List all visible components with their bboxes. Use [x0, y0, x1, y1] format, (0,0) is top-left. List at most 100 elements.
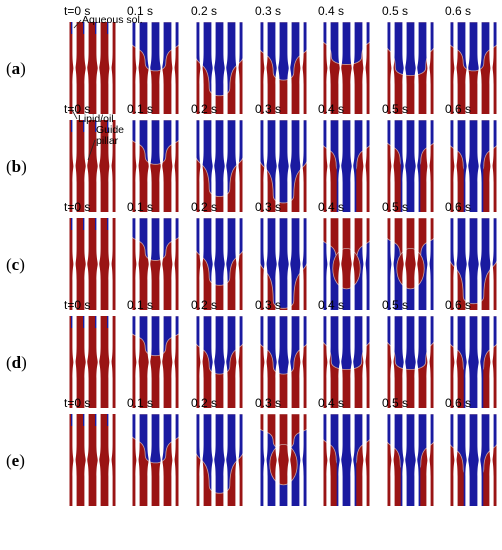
- guide-pillar: [299, 120, 304, 212]
- droplet: [269, 443, 298, 486]
- channel-wall: [306, 316, 308, 408]
- time-label: 0.2 s: [191, 298, 217, 312]
- channel-wall: [178, 22, 180, 114]
- fluid-field: [259, 120, 308, 212]
- fluid-field: [322, 218, 371, 310]
- fluid-field: [322, 414, 371, 506]
- channel-wall: [68, 316, 70, 408]
- channel-wall: [242, 120, 244, 212]
- time-label: 0.3 s: [255, 102, 281, 116]
- guide-pillar: [465, 414, 470, 506]
- channel-wall: [496, 22, 498, 114]
- droplet: [396, 247, 425, 290]
- guide-pillar: [159, 120, 164, 212]
- time-label: 0.2 s: [191, 102, 217, 116]
- channel-wall: [322, 414, 324, 506]
- guide-pillar: [275, 120, 280, 212]
- guide-pillar: [135, 316, 140, 408]
- time-label: 0.1 s: [127, 200, 153, 214]
- guide-pillar: [326, 22, 331, 114]
- fluid-field: [322, 316, 371, 408]
- guide-pillar: [108, 414, 113, 506]
- guide-pillar: [338, 316, 343, 408]
- guide-pillar: [287, 414, 292, 506]
- panel-d-6: [449, 316, 498, 408]
- guide-pillar: [72, 414, 77, 506]
- guide-pillar: [477, 120, 482, 212]
- lipid-annotation: Lipid/oil: [78, 113, 114, 125]
- guide-pillar: [489, 316, 494, 408]
- panel-e-4: [322, 414, 371, 506]
- channel-wall: [178, 120, 180, 212]
- time-label: 0.6 s: [445, 396, 471, 410]
- guide-pillar: [235, 414, 240, 506]
- guide-pillar: [453, 316, 458, 408]
- fluid-field: [131, 120, 180, 212]
- channel-wall: [131, 22, 133, 114]
- guide-pillar: [96, 218, 101, 310]
- guide-pillar: [338, 22, 343, 114]
- guide-pillar: [171, 414, 176, 506]
- guide-pillar: [199, 218, 204, 310]
- channel-wall: [115, 218, 117, 310]
- time-label: 0.3 s: [255, 396, 281, 410]
- time-label: 0.1 s: [127, 396, 153, 410]
- guide-pillar: [489, 120, 494, 212]
- fluid-field: [195, 218, 244, 310]
- panel-d-5: [386, 316, 435, 408]
- panel-c-1: [131, 218, 180, 310]
- channel-wall: [386, 218, 388, 310]
- guide-pillar: [477, 414, 482, 506]
- time-label: 0.3 s: [255, 298, 281, 312]
- time-label: 0.4 s: [318, 298, 344, 312]
- channel-wall: [433, 316, 435, 408]
- channel-wall: [178, 218, 180, 310]
- panel-c-6: [449, 218, 498, 310]
- guide-pillar: [211, 316, 216, 408]
- panel-c-0: [68, 218, 117, 310]
- time-label: 0.3 s: [255, 200, 281, 214]
- time-label: 0.2 s: [191, 4, 217, 18]
- time-label: 0.6 s: [445, 200, 471, 214]
- time-label: 0.1 s: [127, 298, 153, 312]
- guide-pillar: [453, 218, 458, 310]
- guide-pillar: [402, 22, 407, 114]
- row-label: (b): [6, 157, 27, 176]
- guide-pillar: [96, 22, 101, 114]
- panel-b-3: [259, 120, 308, 212]
- channel-wall: [259, 120, 261, 212]
- guide-pillar: [426, 120, 431, 212]
- guide-pillar: [263, 218, 268, 310]
- fluid-field: [68, 120, 117, 212]
- guide-pillar: [299, 218, 304, 310]
- guide-pillar: [108, 218, 113, 310]
- guide-pillar: [453, 120, 458, 212]
- guide-pillar: [477, 218, 482, 310]
- guide-pillar: [135, 414, 140, 506]
- guide-pillar: [350, 218, 355, 310]
- guide-pillar: [84, 316, 89, 408]
- guide-pillar: [426, 22, 431, 114]
- panel-d-2: [195, 316, 244, 408]
- guide-pillar: [402, 218, 407, 310]
- guide-pillar: [235, 22, 240, 114]
- guide-pillar: [223, 120, 228, 212]
- droplet: [332, 247, 361, 290]
- guide-pillar: [426, 414, 431, 506]
- guide-pillar: [199, 22, 204, 114]
- guide-pillar: [390, 120, 395, 212]
- channel-wall: [496, 316, 498, 408]
- channel-wall: [433, 120, 435, 212]
- time-label: 0.6 s: [445, 102, 471, 116]
- guide-pillar: [159, 316, 164, 408]
- channel-wall: [306, 22, 308, 114]
- fluid-field: [195, 22, 244, 114]
- guide-pillar: [350, 414, 355, 506]
- fluid-field: [195, 414, 244, 506]
- guide-pillar: [263, 316, 268, 408]
- fluid-field: [68, 414, 117, 506]
- channel-wall: [369, 218, 371, 310]
- channel-wall: [195, 120, 197, 212]
- guide-pillar: [489, 22, 494, 114]
- panel-b-5: [386, 120, 435, 212]
